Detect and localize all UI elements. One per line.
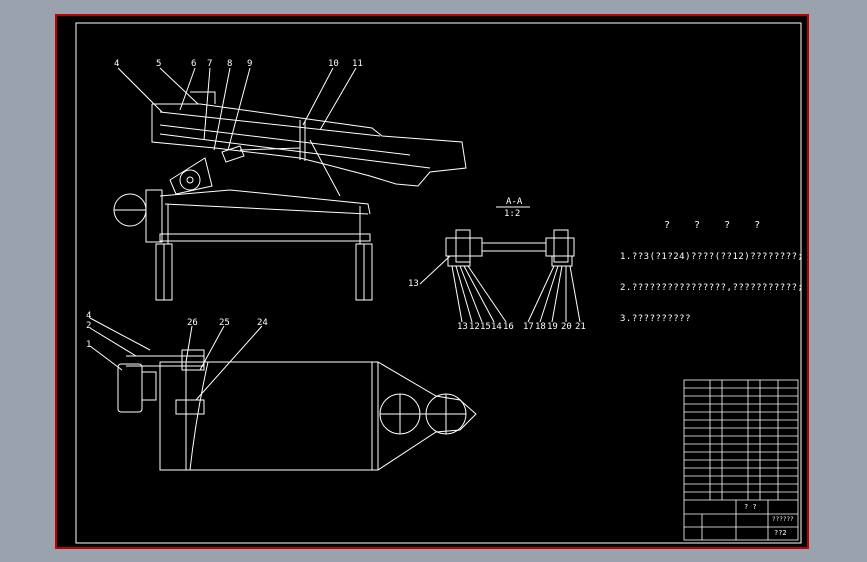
callout: 18 (535, 322, 546, 332)
title-block-cell: ??2 (774, 529, 787, 537)
leader-line (451, 265, 463, 323)
leader-line (185, 325, 193, 363)
leader-line (463, 265, 495, 323)
title-block (683, 379, 799, 541)
leader-line (302, 67, 334, 126)
callout: 17 (523, 322, 534, 332)
callout: 1 (86, 340, 92, 350)
motor-mount (145, 189, 163, 243)
trough-edge (159, 124, 411, 156)
exciter-bracket (169, 157, 213, 195)
motor-flange (141, 371, 157, 401)
notes-title: ? ? ? ? (664, 220, 770, 231)
trough-curve (189, 361, 209, 471)
section-view (419, 206, 581, 323)
callout: 16 (503, 322, 514, 332)
callout: 8 (227, 59, 233, 69)
leader-line (419, 255, 451, 285)
callout: 13 (408, 279, 419, 289)
section-scale: 1:2 (504, 209, 521, 219)
callout: 5 (156, 59, 162, 69)
callout: 11 (352, 59, 363, 69)
note-line-1: 1.??3(?1?24)????(??12)????????; (620, 252, 804, 262)
bearing-cap-left (455, 229, 471, 263)
callout: 12 (469, 322, 480, 332)
elevation-view (113, 67, 467, 301)
plan-view (89, 317, 477, 471)
trough-edge (159, 133, 431, 169)
connecting-rod (239, 147, 301, 151)
leader-line (159, 67, 199, 105)
bearing-seat (175, 399, 205, 415)
hub-right (551, 255, 573, 267)
callout: 19 (547, 322, 558, 332)
leader-line (459, 265, 483, 323)
callout: 6 (191, 59, 197, 69)
callout: 10 (328, 59, 339, 69)
callout: 4 (114, 59, 120, 69)
leader-line (539, 265, 559, 323)
note-line-2: 2.????????????????,???????????; (620, 283, 804, 293)
exciter-hub (186, 176, 194, 184)
callout: 9 (247, 59, 253, 69)
trough-edge (159, 111, 381, 137)
leader-line (213, 67, 231, 151)
section-label: A-A (506, 197, 523, 207)
leader-line (179, 67, 196, 111)
callout: 15 (480, 322, 491, 332)
shaft (481, 242, 547, 252)
leader-line (117, 67, 163, 113)
leader-line (227, 67, 251, 151)
leader-line (527, 265, 555, 323)
motor-body (117, 363, 143, 413)
bearing-cap-right (553, 229, 569, 263)
callout: 20 (561, 322, 572, 332)
inner-frame (75, 22, 802, 544)
note-line-3: 3.?????????? (620, 314, 692, 324)
callout: 21 (575, 322, 586, 332)
leader-line (89, 345, 123, 371)
bearing-block-left (445, 237, 483, 257)
connecting-rod (221, 145, 245, 163)
frame-top (159, 189, 371, 215)
hopper (190, 91, 216, 104)
leader-line (467, 265, 507, 323)
frame-rail (159, 233, 371, 242)
support-rod (309, 139, 341, 197)
title-block-cell: ?????? (772, 516, 794, 523)
leader-line (455, 265, 473, 323)
leader-line (195, 325, 263, 401)
callout: 13 (457, 322, 468, 332)
hub-left (447, 255, 471, 267)
leader-line (89, 327, 137, 357)
callout: 7 (207, 59, 213, 69)
callout: 26 (187, 318, 198, 328)
title-block-cell: ? ? (744, 503, 757, 511)
discharge-outline (377, 361, 477, 471)
exciter-wheel (179, 169, 201, 191)
leader-line (319, 67, 357, 131)
callout: 4 (86, 311, 92, 321)
callout: 14 (491, 322, 502, 332)
leader-line (89, 317, 151, 351)
pulley-block (181, 349, 205, 371)
leader-line (569, 265, 581, 323)
callout: 24 (257, 318, 268, 328)
trough-outline (151, 103, 467, 187)
trough-plan (159, 361, 379, 471)
callout: 25 (219, 318, 230, 328)
leader-line (551, 265, 563, 323)
callout: 2 (86, 321, 92, 331)
drawing-sheet (55, 14, 809, 549)
leader-line (203, 67, 211, 141)
bearing-block-right (545, 237, 575, 257)
frame-beam (164, 203, 369, 215)
leader-line (199, 325, 225, 371)
